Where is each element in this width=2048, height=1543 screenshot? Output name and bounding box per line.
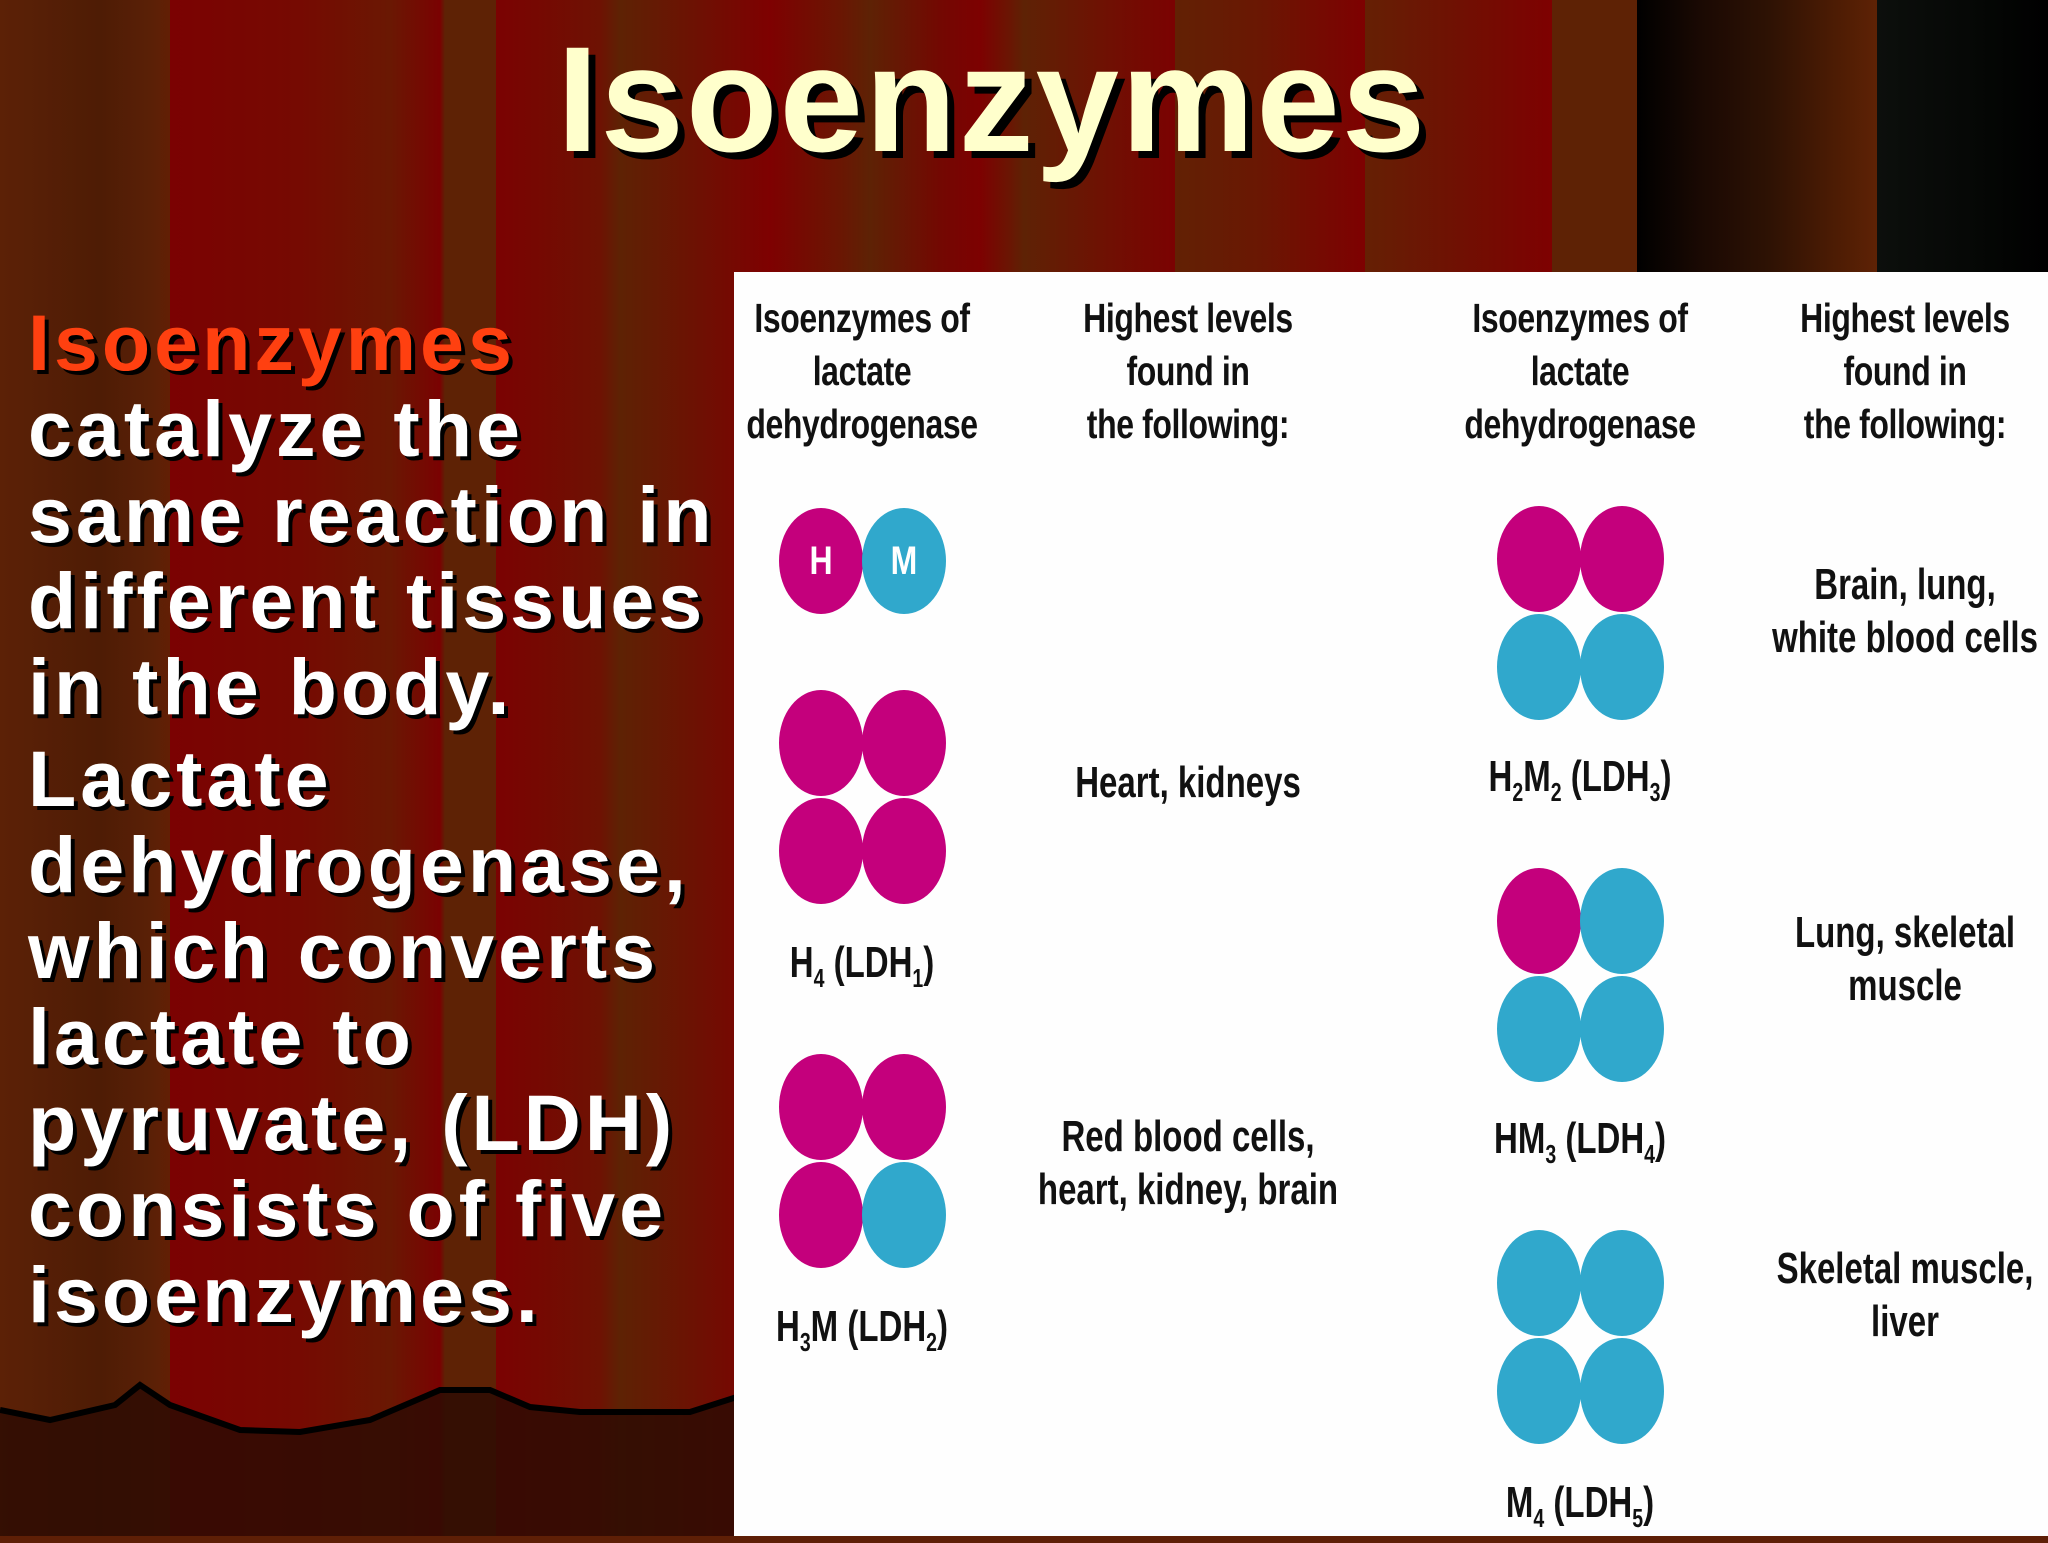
ldh1-tissues: Heart, kidneys xyxy=(1031,756,1346,809)
ldh5-tissues: Skeletal muscle,liver xyxy=(1748,1242,2048,1348)
body-text: Isoenzymes catalyze the same reaction in… xyxy=(28,300,738,1338)
m-subunit-circle: M xyxy=(862,508,946,614)
ldh3-tissues: Brain, lung,white blood cells xyxy=(1748,558,2048,664)
curtain-hem xyxy=(0,1380,740,1536)
highlight-term: Isoenzymes xyxy=(28,298,516,387)
paragraph-1: Isoenzymes catalyze the same reaction in… xyxy=(28,300,738,730)
h-subunit-circle: H xyxy=(779,508,863,614)
paragraph-2: Lactate dehydrogenase, which converts la… xyxy=(28,736,738,1338)
ldh5-label: M4 (LDH5) xyxy=(1445,1478,1715,1543)
ldh3-label: H2M2 (LDH3) xyxy=(1445,752,1715,817)
ldh2-tissues: Red blood cells,heart, kidney, brain xyxy=(1031,1110,1346,1216)
ldh2-label: H3M (LDH2) xyxy=(727,1302,997,1367)
ldh4-label: HM3 (LDH4) xyxy=(1445,1114,1715,1179)
ldh1-label: H4 (LDH1) xyxy=(727,938,997,1003)
hm-dimer-diagram: H M xyxy=(779,508,947,614)
slide-title: Isoenzymes xyxy=(0,14,2048,184)
